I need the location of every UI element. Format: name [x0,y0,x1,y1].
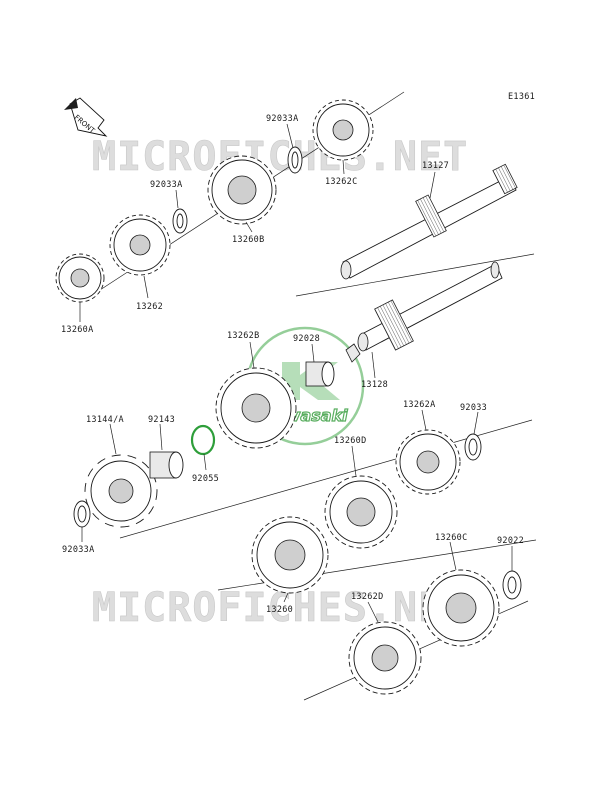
gear-13262D [348,621,422,695]
label-92055: 92055 [192,474,219,484]
watermark-bottom: MICROFICHES.NET [92,585,468,631]
label-13262D: 13262D [351,592,384,602]
washer-92022 [502,570,522,600]
watermark-top: MICROFICHES.NET [92,134,468,180]
label-13127: 13127 [422,161,449,171]
part-labels: 92033A 13262C 13127 92033A 13260B 13262 … [61,114,524,615]
label-13260B: 13260B [232,235,265,245]
washer-92033A-b [172,208,188,234]
label-13128: 13128 [361,380,388,390]
gear-13260A [55,253,105,303]
gear-13260D [324,475,398,549]
diagram-code: E1361 [508,92,535,102]
gear-13260B [207,155,277,225]
label-13262A: 13262A [403,400,436,410]
label-92033A-a: 92033A [266,114,299,124]
label-13260D: 13260D [334,436,367,446]
label-92033A-c: 92033A [62,545,95,555]
label-13260C: 13260C [435,533,468,543]
label-92143: 92143 [148,415,175,425]
washer-92033 [464,433,482,461]
label-13262: 13262 [136,302,163,312]
bushing-92143 [149,451,184,479]
label-13262C: 13262C [325,177,358,187]
gear-13262 [109,214,171,276]
leader-lines [79,123,513,623]
gear-13260C [422,569,500,647]
label-92033A-b: 92033A [150,180,183,190]
label-13260A: 13260A [61,325,94,335]
front-arrow-icon: FRONT [64,97,108,137]
washer-92033A-c [73,500,91,528]
gear-13262B [215,367,297,449]
label-92033: 92033 [460,403,487,413]
label-92028: 92028 [293,334,320,344]
label-13144A: 13144/A [86,415,124,425]
bushing-92028 [305,361,335,387]
gear-13262A [395,429,461,495]
label-13260: 13260 [266,605,293,615]
label-13262B: 13262B [227,331,260,341]
ring-92055 [190,424,216,456]
gear-13262C [312,99,374,161]
shaft-13128 [345,261,503,363]
label-92022: 92022 [497,536,524,546]
shaft-13127 [340,163,518,280]
gear-13260 [251,516,329,594]
gear-13144A-sprocket [84,454,158,528]
washer-92033A-a [287,146,303,174]
